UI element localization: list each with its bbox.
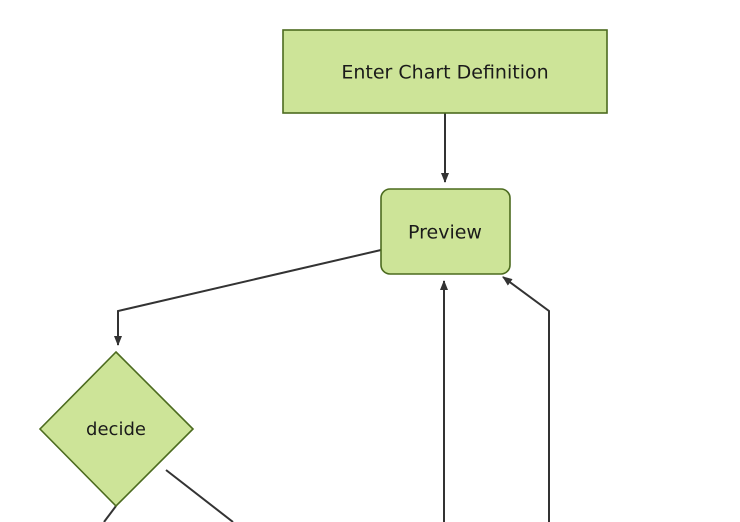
node-preview-shape [380, 188, 511, 275]
node-decide-shape [38, 350, 195, 508]
edge-preview-to-decide[interactable] [114, 249, 382, 346]
node-enter-chart-definition-label: Enter Chart Definition [341, 62, 548, 84]
edge-decide-bottom-branch[interactable] [103, 505, 117, 522]
edge-layer [103, 113, 550, 522]
node-preview-label: Preview [408, 222, 482, 244]
node-preview[interactable]: Preview [380, 188, 511, 275]
node-layer: Enter Chart Definition Preview decide [38, 29, 608, 508]
node-decide[interactable]: decide [38, 350, 195, 508]
node-enter-chart-definition[interactable]: Enter Chart Definition [282, 29, 608, 114]
node-decide-label: decide [86, 419, 146, 440]
edge-bottom-right-to-preview[interactable] [502, 276, 550, 522]
node-enter-chart-definition-shape [282, 29, 608, 114]
edge-decide-right-branch[interactable] [165, 469, 234, 522]
